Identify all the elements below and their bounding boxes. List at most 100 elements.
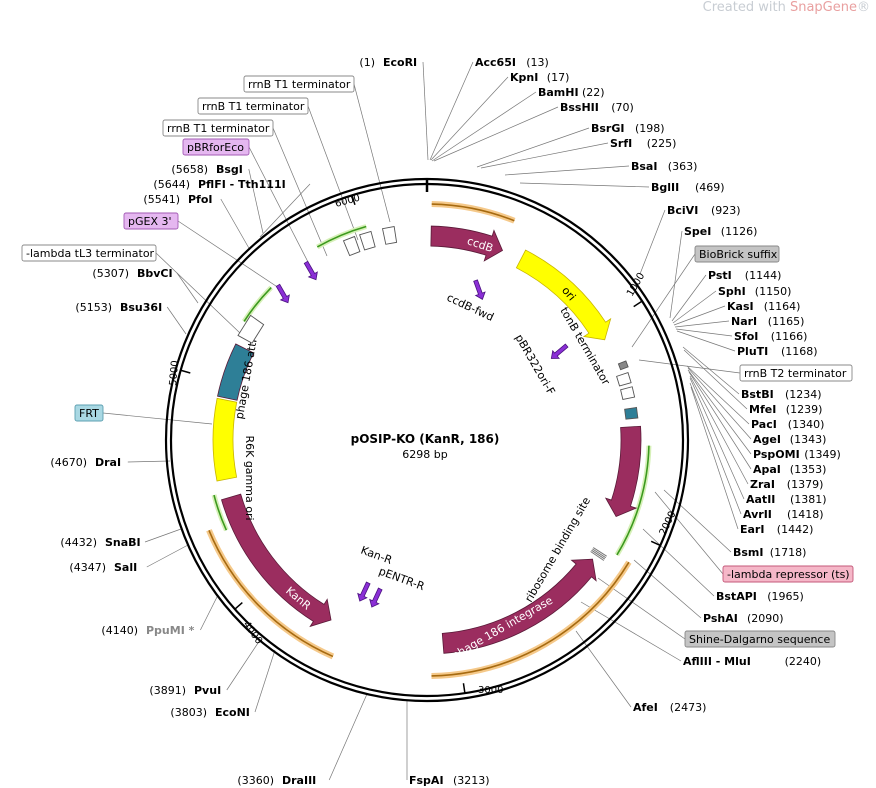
tick-mark bbox=[351, 195, 356, 206]
label-box-biobrick-suffix: BioBrick suffix bbox=[694, 245, 780, 263]
leader-line bbox=[671, 274, 707, 322]
leader-line bbox=[642, 528, 715, 597]
enzyme-position: (1379) bbox=[787, 478, 824, 491]
enzyme-site-kasi: KasI(1164) bbox=[727, 300, 800, 313]
enzyme-position: (13) bbox=[526, 56, 549, 69]
enzyme-name: AflIII - MluI bbox=[683, 655, 751, 668]
enzyme-position: (469) bbox=[695, 181, 725, 194]
plasmid-name: pOSIP-KO (KanR, 186) bbox=[351, 432, 500, 446]
leader-line bbox=[431, 91, 537, 162]
green-arc bbox=[316, 225, 367, 248]
enzyme-position: (1442) bbox=[777, 523, 814, 536]
enzyme-position: (1343) bbox=[790, 433, 827, 446]
leader-line bbox=[676, 330, 736, 352]
label-box-frt: FRT bbox=[74, 404, 104, 422]
leader-line bbox=[687, 369, 752, 455]
enzyme-name: PfoI bbox=[188, 193, 213, 206]
enzyme-name: BglII bbox=[651, 181, 679, 194]
primer-arrow-shape bbox=[473, 279, 486, 300]
enzyme-name: SphI bbox=[718, 285, 746, 298]
primer-arrow-shape bbox=[357, 581, 371, 602]
orange-arcs bbox=[206, 201, 632, 679]
enzyme-name: MfeI bbox=[749, 403, 776, 416]
feature-phage-186-attp bbox=[217, 343, 255, 401]
feature-phage-186-integrase bbox=[441, 558, 597, 654]
label-box-rrnB-t1-terminator-3: rrnB T1 terminator bbox=[162, 119, 274, 137]
small-feature-box bbox=[620, 386, 636, 401]
leader-line bbox=[639, 209, 666, 275]
enzyme-site-srfi: SrfI(225) bbox=[610, 137, 676, 150]
enzyme-name: SalI bbox=[114, 561, 137, 574]
label-box-rrnB-t1-terminator-2: rrnB T1 terminator bbox=[197, 97, 309, 115]
leader-line bbox=[272, 127, 328, 257]
orange-arc bbox=[208, 529, 334, 658]
leader-line bbox=[200, 594, 219, 631]
enzyme-position: (3891) bbox=[149, 684, 186, 697]
leader-line bbox=[672, 290, 717, 324]
leader-line bbox=[259, 183, 311, 238]
enzyme-site-aatii: AatII(1381) bbox=[746, 493, 827, 506]
leader-line bbox=[686, 365, 750, 425]
enzyme-position: (5541) bbox=[143, 193, 180, 206]
enzyme-name: SrfI bbox=[610, 137, 632, 150]
green-arc-halo bbox=[316, 224, 367, 250]
primer-arrow-shape bbox=[303, 260, 318, 281]
green-arc bbox=[243, 286, 272, 322]
enzyme-site-zrai: ZraI(1379) bbox=[750, 478, 823, 491]
label-box-rect bbox=[694, 245, 780, 263]
enzyme-site-avrii: AvrII(1418) bbox=[743, 508, 824, 521]
enzyme-name: Acc65I bbox=[475, 56, 516, 69]
enzyme-name: KpnI bbox=[510, 71, 538, 84]
label-box-rect bbox=[74, 404, 104, 422]
enzyme-name: AgeI bbox=[753, 433, 781, 446]
leader-line bbox=[689, 382, 742, 515]
enzyme-site-pflfi-tth111i: PflFI - Tth111I(5644) bbox=[153, 178, 285, 191]
feature-ori bbox=[515, 249, 612, 341]
enzyme-name: BstAPI bbox=[716, 590, 757, 603]
enzyme-position: (3360) bbox=[237, 774, 274, 787]
enzyme-position: (1349) bbox=[804, 448, 841, 461]
enzyme-position: (1381) bbox=[790, 493, 827, 506]
feature-label-phage-186-integrase: phage 186 integrase bbox=[450, 594, 556, 663]
enzyme-position: (1239) bbox=[786, 403, 823, 416]
tick-mark bbox=[180, 369, 191, 374]
enzyme-name: BciVI bbox=[667, 204, 698, 217]
enzyme-site-bstapi: BstAPI(1965) bbox=[716, 590, 804, 603]
leader-line bbox=[638, 359, 741, 374]
primer-arrow-shape bbox=[275, 283, 290, 304]
label-box-rect bbox=[162, 119, 274, 137]
leader-line bbox=[682, 346, 740, 395]
leader-line bbox=[688, 371, 752, 470]
leader-line bbox=[166, 306, 187, 335]
enzyme-site-sphi: SphI(1150) bbox=[718, 285, 791, 298]
label-box-text: rrnB T1 terminator bbox=[167, 122, 270, 135]
enzyme-position: (4347) bbox=[69, 561, 106, 574]
primer-label-kan-r: Kan-R bbox=[359, 544, 394, 567]
enzyme-site-bsai: BsaI(363) bbox=[631, 160, 697, 173]
primer-pgex-3 bbox=[275, 283, 290, 304]
leader-line bbox=[674, 320, 730, 328]
enzyme-site-pfoi: PfoI (5541) bbox=[143, 193, 212, 206]
enzyme-site-pvui: PvuI(3891) bbox=[149, 684, 221, 697]
enzyme-position: (5307) bbox=[92, 267, 129, 280]
leader-line bbox=[254, 649, 276, 713]
enzyme-site-afei: AfeI(2473) bbox=[633, 701, 706, 714]
enzyme-site-acc65i: Acc65I (13) bbox=[475, 56, 549, 69]
boxed-feature-labels: rrnB T1 terminator rrnB T1 terminator rrnB… bbox=[21, 75, 854, 648]
orange-arc bbox=[431, 561, 630, 677]
feature-r6k-gamma-ori bbox=[212, 397, 238, 482]
enzyme-position: (4140) bbox=[101, 624, 138, 637]
feature-label-r6k-gamma-ori: R6K gamma ori bbox=[243, 435, 256, 520]
leader-line bbox=[654, 491, 724, 575]
tick-mark bbox=[234, 601, 243, 610]
primer-label-pentr-r: pENTR-R bbox=[377, 565, 427, 594]
enzyme-name: NarI bbox=[731, 315, 757, 328]
enzyme-site-spei: SpeI(1126) bbox=[684, 225, 757, 238]
label-box-rrnB-t2-terminator: rrnB T2 terminator bbox=[739, 364, 853, 382]
leader-line bbox=[102, 412, 213, 425]
enzyme-position: (3803) bbox=[170, 706, 207, 719]
label-box-rrnB-t1-terminator-1: rrnB T1 terminator bbox=[243, 75, 355, 93]
enzyme-site-drai: DraI(4670) bbox=[50, 456, 121, 469]
enzyme-position: (3213) bbox=[453, 774, 490, 787]
leader-line bbox=[248, 146, 309, 263]
